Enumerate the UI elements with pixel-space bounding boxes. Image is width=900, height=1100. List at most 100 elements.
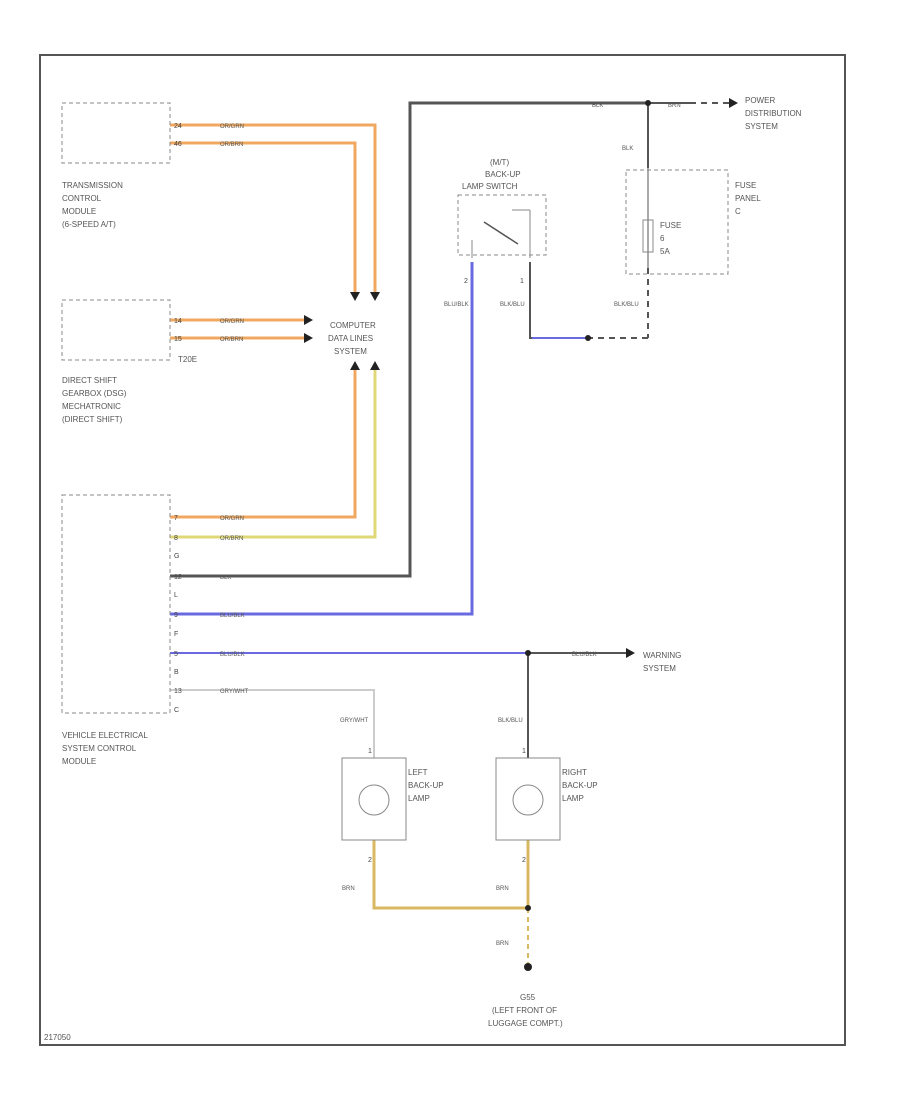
arrow-tcm-1 bbox=[350, 292, 360, 301]
warning-label-1: WARNING bbox=[643, 651, 681, 660]
fuse-label-3: 5A bbox=[660, 247, 670, 256]
wire-label-power: BRN bbox=[668, 103, 681, 109]
wire-label-ground: BRN bbox=[496, 941, 509, 947]
power-label-3: SYSTEM bbox=[745, 122, 778, 131]
fuse-panel-box bbox=[625, 169, 729, 275]
right-lamp-label-1: RIGHT bbox=[562, 768, 587, 777]
left-lamp-label-2: BACK-UP bbox=[408, 781, 444, 790]
arrow-warning bbox=[626, 648, 635, 658]
fuse-panel-label: FUSE PANEL C bbox=[735, 181, 761, 216]
right-lamp-label-2: BACK-UP bbox=[562, 781, 598, 790]
wire-switch-blk-blu bbox=[529, 262, 590, 339]
arrow-power bbox=[729, 98, 738, 108]
right-lamp-box bbox=[495, 757, 561, 841]
vescm-label-3: MODULE bbox=[62, 757, 96, 766]
dsg-label: DIRECT SHIFT GEARBOX (DSG) MECHATRONIC (… bbox=[62, 376, 127, 424]
arrow-dsg-1 bbox=[304, 315, 313, 325]
vescm-label-1: VEHICLE ELECTRICAL bbox=[62, 731, 148, 740]
wire-label-vescm-5: BLU/BLK bbox=[220, 652, 245, 658]
wire-label-left-lamp-gnd: BRN bbox=[342, 886, 355, 892]
right-lamp-pin-2: 2 bbox=[522, 857, 526, 864]
wire-label-tcm-bot: OR/BRN bbox=[220, 142, 243, 148]
ground-label-1: G55 bbox=[520, 993, 536, 1002]
wire-tcm-or-brn bbox=[170, 141, 357, 295]
wire-tcm-or-grn bbox=[170, 123, 377, 295]
splice-switch bbox=[585, 335, 591, 341]
fuse-panel-label-2: PANEL bbox=[735, 194, 761, 203]
diagram-frame bbox=[39, 54, 846, 1046]
wire-label-vescm-6: GRY/WHT bbox=[220, 689, 249, 695]
arrow-dsg-2 bbox=[304, 333, 313, 343]
vescm-connector-b: B bbox=[174, 669, 179, 676]
left-lamp-label: LEFT BACK-UP LAMP bbox=[408, 768, 444, 803]
dsg-label-2: GEARBOX (DSG) bbox=[62, 389, 127, 398]
wire-label-fuse-out: BLK/BLU bbox=[614, 302, 639, 308]
left-lamp-bulb-icon bbox=[358, 784, 390, 816]
vescm-connector-l: L bbox=[174, 592, 178, 599]
wire-label-tcm-top: OR/GRN bbox=[220, 124, 244, 130]
switch-label-2: BACK-UP bbox=[485, 170, 521, 179]
left-lamp-label-1: LEFT bbox=[408, 768, 428, 777]
right-lamp-bulb-icon bbox=[512, 784, 544, 816]
vescm-pin-1: 7 bbox=[174, 515, 178, 522]
dsg-label-4: (DIRECT SHIFT) bbox=[62, 415, 123, 424]
switch-label: (M/T) BACK-UP LAMP SWITCH bbox=[462, 158, 521, 191]
dsg-pin-1: 14 bbox=[174, 318, 182, 325]
wire-label-vescm-3: BLK bbox=[220, 575, 231, 581]
vescm-label: VEHICLE ELECTRICAL SYSTEM CONTROL MODULE bbox=[62, 731, 148, 766]
power-label: POWER DISTRIBUTION SYSTEM bbox=[745, 96, 802, 131]
switch-box bbox=[457, 194, 547, 256]
switch-pin-1: 1 bbox=[520, 278, 524, 285]
wire-label-vescm-2: OR/BRN bbox=[220, 536, 243, 542]
right-lamp-pin-1: 1 bbox=[522, 748, 526, 755]
data-bus-label: COMPUTER DATA LINES SYSTEM bbox=[328, 321, 376, 356]
vescm-box bbox=[61, 494, 171, 714]
dsg-pin-2: 15 bbox=[174, 336, 182, 343]
wire-vescm-or-brn bbox=[170, 367, 377, 539]
arrow-vescm-2 bbox=[370, 361, 380, 370]
data-bus-label-2: DATA LINES bbox=[328, 334, 373, 343]
fuse-panel-label-3: C bbox=[735, 207, 741, 216]
vescm-connector-f: F bbox=[174, 631, 178, 638]
wire-left-lamp-ground bbox=[372, 840, 528, 910]
tcm-label-3: MODULE bbox=[62, 207, 96, 216]
arrow-tcm-2 bbox=[370, 292, 380, 301]
switch-blade bbox=[483, 221, 519, 245]
left-lamp-pin-1: 1 bbox=[368, 748, 372, 755]
ground-label-2: (LEFT FRONT OF bbox=[492, 1006, 557, 1015]
ground-label-3: LUGGAGE COMPT.) bbox=[488, 1019, 563, 1028]
vescm-pin-6: 13 bbox=[174, 688, 182, 695]
dsg-connector-ref: T20E bbox=[178, 355, 197, 364]
fuse-label-2: 6 bbox=[660, 234, 665, 243]
left-lamp-label-3: LAMP bbox=[408, 794, 430, 803]
wire-label-right-lamp-in: BLK/BLU bbox=[498, 718, 523, 724]
tcm-box bbox=[61, 102, 171, 164]
data-bus-label-1: COMPUTER bbox=[330, 321, 376, 330]
splice-warning bbox=[525, 650, 531, 656]
vescm-pin-4: 9 bbox=[174, 612, 178, 619]
wire-label-vescm-1: OR/GRN bbox=[220, 516, 244, 522]
left-lamp-box bbox=[341, 757, 407, 841]
splice-ground bbox=[525, 905, 531, 911]
wire-label-fuse-in: BLK bbox=[622, 146, 633, 152]
tcm-label-1: TRANSMISSION bbox=[62, 181, 123, 190]
tcm-label-4: (6-SPEED A/T) bbox=[62, 220, 116, 229]
wire-vescm-or-grn bbox=[170, 367, 357, 519]
wire-label-top-feed: BLK bbox=[592, 103, 603, 109]
warning-label-2: SYSTEM bbox=[643, 664, 676, 673]
wire-label-switch-right-text: BLK/BLU bbox=[500, 302, 525, 308]
wire-label-dsg-top: OR/GRN bbox=[220, 319, 244, 325]
vescm-connector-g: G bbox=[174, 553, 179, 560]
vescm-connector-c: C bbox=[174, 707, 179, 714]
switch-pin-2: 2 bbox=[464, 278, 468, 285]
switch-label-3: LAMP SWITCH bbox=[462, 182, 518, 191]
fuse-element bbox=[642, 219, 654, 253]
tcm-label-2: CONTROL bbox=[62, 194, 102, 203]
dsg-label-3: MECHATRONIC bbox=[62, 402, 121, 411]
right-lamp-label-3: LAMP bbox=[562, 794, 584, 803]
wire-label-left-lamp-in: GRY/WHT bbox=[340, 718, 369, 724]
vescm-pin-5: 5 bbox=[174, 651, 178, 658]
dsg-box bbox=[61, 299, 171, 361]
wire-left-lamp-feed bbox=[170, 689, 375, 758]
wire-label-switch-left: BLU/BLK bbox=[444, 302, 469, 308]
